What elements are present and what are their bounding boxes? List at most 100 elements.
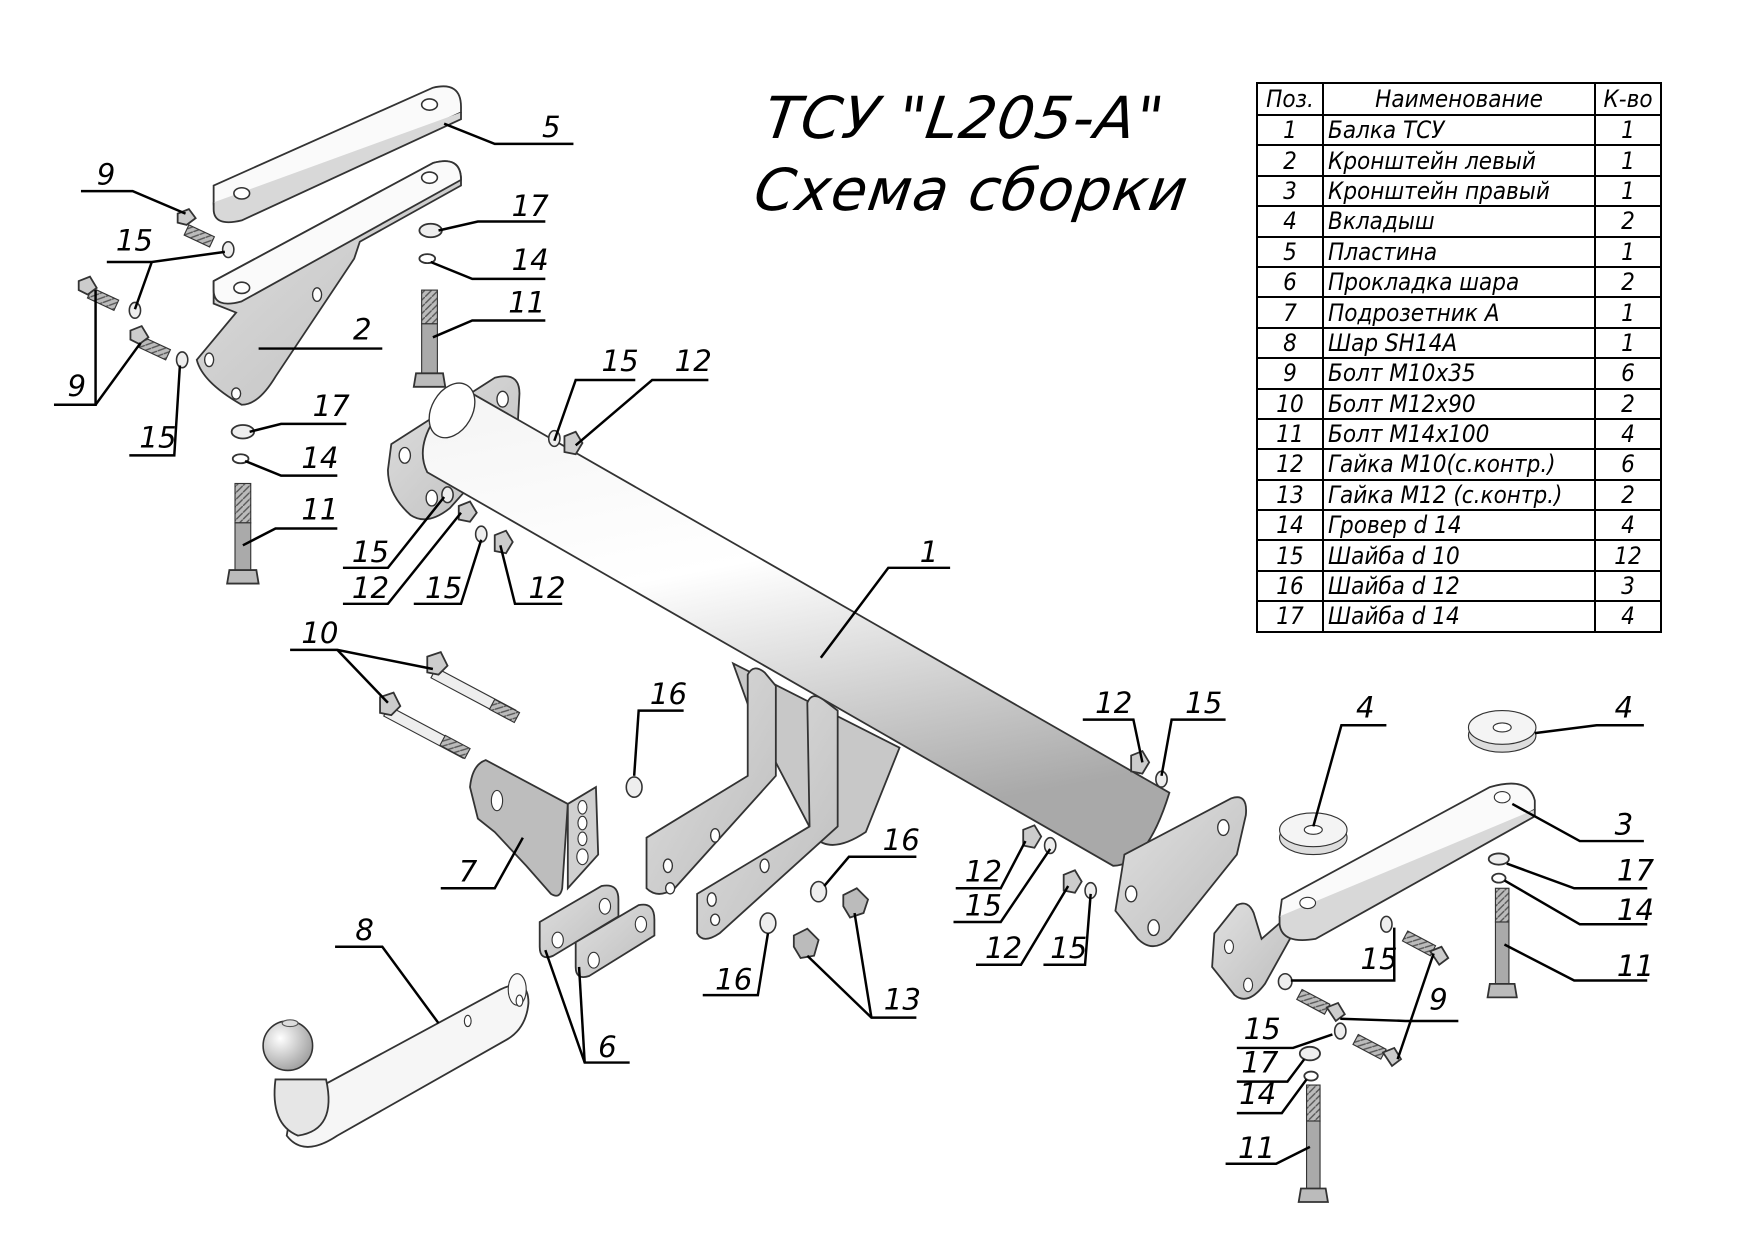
- row-name: Шайба d 10: [1322, 539, 1596, 572]
- part-4-insert-b: [1467, 710, 1537, 753]
- callout-16: 16: [650, 677, 687, 711]
- row-pos: 6: [1256, 265, 1324, 299]
- callout-11: 11: [1617, 949, 1654, 983]
- row-pos: 1: [1256, 113, 1324, 147]
- callout-4: 4: [1356, 690, 1375, 724]
- row-pos: 13: [1256, 478, 1324, 512]
- row-name: Шайба d 14: [1322, 600, 1596, 633]
- callout-17: 17: [1241, 1046, 1279, 1080]
- leader-lines: [53, 122, 1648, 1165]
- callout-14: 14: [301, 441, 338, 475]
- row-name: Подрозетник А: [1322, 296, 1596, 329]
- callout-11: 11: [1238, 1131, 1275, 1165]
- row-pos: 9: [1256, 357, 1324, 390]
- row-qty: 1: [1594, 235, 1662, 268]
- callout-15: 15: [602, 344, 639, 378]
- row-pos: 16: [1256, 569, 1324, 603]
- row-name: Прокладка шара: [1322, 265, 1596, 299]
- row-qty: 2: [1594, 265, 1662, 299]
- bolt-11-lower-left: [226, 482, 260, 585]
- nut-12-flange-b: [493, 529, 514, 555]
- bolt-9-left-mid: [77, 275, 120, 312]
- callout-15: 15: [425, 571, 462, 605]
- washer-15-left-low: [175, 351, 189, 369]
- row-name: Болт М10х35: [1322, 357, 1596, 390]
- washer-16-right: [809, 880, 828, 903]
- washer-17-right: [1487, 852, 1510, 866]
- washer-15-rflange-a: [1043, 836, 1057, 855]
- row-name: Кронштейн правый: [1322, 174, 1596, 208]
- washer-16-left: [625, 776, 643, 798]
- row-name: Шайба d 12: [1322, 569, 1596, 603]
- nut-13-a: [792, 927, 820, 959]
- washer-15-right-b: [1277, 972, 1293, 991]
- row-name: Гровер d 14: [1322, 509, 1596, 542]
- callout-17: 17: [313, 389, 351, 423]
- washer-15-left-mid: [128, 301, 142, 319]
- row-pos: 4: [1256, 205, 1324, 238]
- row-qty: 12: [1594, 539, 1662, 572]
- grover-14-upper: [418, 253, 437, 265]
- row-pos: 5: [1256, 235, 1324, 268]
- row-pos: 7: [1256, 296, 1324, 329]
- washer-15-right-a: [1379, 915, 1393, 933]
- callout-17: 17: [512, 189, 550, 223]
- part-8-tow-ball: [262, 973, 530, 1148]
- row-name: Болт М14х100: [1322, 417, 1596, 451]
- part-4-insert-a: [1279, 812, 1348, 856]
- title-model: ТСУ "L205-A": [760, 84, 1169, 152]
- row-qty: 3: [1594, 569, 1662, 603]
- bolt-10-lower: [379, 691, 471, 760]
- row-pos: 8: [1256, 326, 1324, 360]
- callout-15: 15: [1050, 931, 1087, 965]
- callout-15: 15: [139, 421, 176, 455]
- part-2-left-bracket: [195, 160, 462, 406]
- callout-15: 15: [965, 888, 1002, 922]
- callout-15: 15: [116, 224, 153, 258]
- callout-6: 6: [598, 1030, 617, 1064]
- row-name: Гайка М10(с.контр.): [1322, 448, 1596, 481]
- bolt-11-upper: [412, 289, 447, 388]
- callout-9: 9: [97, 157, 116, 191]
- callout-3: 3: [1615, 807, 1634, 841]
- row-name: Балка ТСУ: [1322, 113, 1596, 147]
- washer-17-right-low: [1298, 1045, 1321, 1062]
- row-qty: 1: [1594, 326, 1662, 360]
- row-qty: 1: [1594, 144, 1662, 177]
- callout-7: 7: [459, 855, 478, 889]
- callout-9: 9: [1429, 983, 1448, 1017]
- row-pos: 11: [1256, 417, 1324, 451]
- bolt-9-right-c: [1352, 1033, 1403, 1068]
- row-name: Болт М12х90: [1322, 387, 1596, 420]
- part-3-right-bracket: [1211, 782, 1536, 1000]
- nut-12-flange-top: [563, 430, 584, 456]
- callout-16: 16: [715, 962, 752, 996]
- callout-labels: 5 9 15 9 15 2 17 14 11 17 14 11 15 12 15…: [67, 110, 1654, 1165]
- callout-12: 12: [528, 571, 565, 605]
- drawing-title: ТСУ "L205-A" Схема сборки: [750, 82, 1192, 226]
- part-5-plate: [212, 85, 462, 224]
- grover-14-lower-left: [231, 453, 250, 465]
- row-pos: 14: [1256, 509, 1324, 542]
- nut-12-flange-a: [457, 500, 478, 523]
- nut-12-rflange-a: [1022, 824, 1043, 849]
- callout-17: 17: [1617, 853, 1655, 887]
- callout-9: 9: [67, 369, 86, 403]
- row-qty: 1: [1594, 174, 1662, 208]
- washer-15-left-top: [221, 240, 235, 259]
- callout-1: 1: [920, 535, 939, 569]
- row-pos: 12: [1256, 448, 1324, 481]
